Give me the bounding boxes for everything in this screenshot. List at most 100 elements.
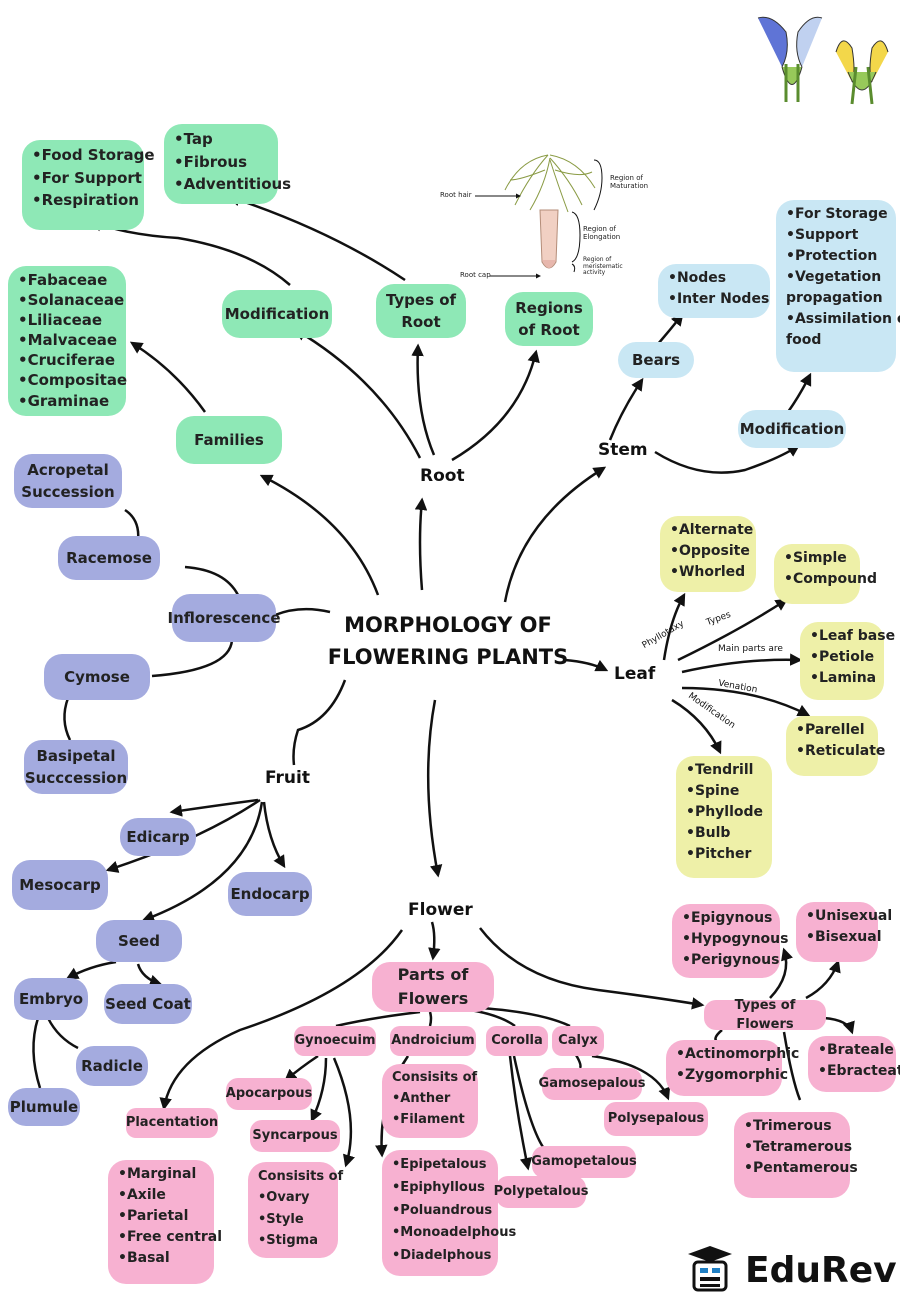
seed-node: Seed [96, 920, 182, 962]
androecium-consists-items: Consisits of •Anther •Filament [382, 1064, 478, 1138]
flower-label: Flower [408, 900, 473, 920]
list-item: •Style [258, 1211, 304, 1227]
list-item: Consisits of [392, 1070, 478, 1085]
androecium-types-items: •Epipetalous •Epiphyllous •Poluandrous •… [382, 1150, 517, 1276]
stem-modification-items: •For Storage •Support •Protection •Veget… [776, 200, 900, 372]
list-item: •Opposite [670, 543, 750, 559]
list-item: •Leaf base [810, 628, 896, 644]
list-item: •Protection [786, 248, 878, 264]
families-node: Families [176, 416, 282, 464]
plumule-node: Plumule [8, 1088, 80, 1126]
flower-bract-items: •Brateale •Ebracteate [808, 1036, 900, 1092]
leaf-main-parts-items: •Leaf base •Petiole •Lamina [800, 622, 896, 700]
cymose-node: Cymose [44, 654, 150, 700]
placentation-node: Placentation [126, 1108, 218, 1138]
stem-modification-node: Modification [738, 410, 846, 448]
list-item: •Compound [784, 571, 878, 587]
list-item: •Food Storage [32, 146, 155, 164]
parts-of-flowers-node: Parts of Flowers [372, 962, 494, 1012]
list-item: •Tetramerous [744, 1139, 853, 1155]
families-items: •Fabaceae •Solanaceae •Liliaceae •Malvac… [8, 266, 127, 416]
list-item: propagation [786, 290, 883, 306]
list-item: •Nodes [668, 270, 727, 286]
flower-ovary-position-items: •Epigynous •Hypogynous •Perigynous [672, 904, 789, 978]
list-item: •Respiration [32, 191, 139, 209]
list-item: •Simple [784, 550, 847, 566]
list-item: •Tendrill [686, 762, 754, 778]
calyx-node: Calyx [552, 1026, 604, 1056]
list-item: •Perigynous [682, 952, 780, 968]
bears-items: •Nodes •Inter Nodes [658, 264, 770, 318]
list-item: •Brateale [818, 1042, 894, 1058]
list-item: •For Storage [786, 206, 888, 222]
list-item: •Basal [118, 1250, 170, 1266]
list-item: •Unisexual [806, 908, 893, 924]
leaf-types-items: •Simple •Compound [774, 544, 878, 604]
basipetal-node: Basipetal Succcession [24, 740, 128, 794]
list-item: •Alternate [670, 522, 754, 538]
androecium-node: Androicium [390, 1026, 476, 1056]
root-hair-label: Root hair [440, 191, 472, 199]
list-item: •Whorled [670, 564, 746, 580]
list-item: •Support [786, 227, 859, 243]
list-item: •Axile [118, 1187, 166, 1203]
stem-label: Stem [598, 440, 648, 460]
list-item: •Filament [392, 1111, 465, 1127]
root-label: Root [420, 466, 465, 486]
list-item: •Ebracteate [818, 1063, 900, 1079]
list-item: •Spine [686, 783, 740, 799]
list-item: •Bulb [686, 825, 731, 841]
list-item: •Graminae [18, 391, 110, 410]
embryo-node: Embryo [14, 978, 88, 1020]
list-item: •Monoadelphous [392, 1225, 517, 1241]
list-item: •Marginal [118, 1166, 197, 1182]
list-item: •Fibrous [174, 152, 248, 171]
polypetalous-node: Polypetalous [494, 1176, 588, 1208]
list-item: •Actinomorphic [676, 1046, 800, 1062]
flower-section-illustration [757, 16, 889, 105]
list-item: •Adventitious [174, 175, 292, 193]
brand-name: EduRev [745, 1250, 897, 1291]
main-title-line1: MORPHOLOGY OF [344, 613, 552, 637]
list-item: •Inter Nodes [668, 291, 770, 307]
region-maturation-label: Region of Maturation [610, 174, 649, 190]
gynoecium-consists-items: Consisits of •Ovary •Style •Stigma [248, 1162, 343, 1258]
syncarpous-node: Syncarpous [250, 1120, 340, 1152]
types-of-flowers-node: Types of Flowers [704, 998, 826, 1032]
main-title-line2: FLOWERING PLANTS [327, 644, 569, 669]
list-item: •Reticulate [796, 743, 886, 759]
root-tip-illustration [504, 154, 596, 269]
list-item: •Pentamerous [744, 1160, 858, 1176]
list-item: •Tap [174, 130, 213, 148]
root-cap-label: Root cap [460, 271, 491, 279]
list-item: •Parietal [118, 1208, 189, 1224]
list-item: •Hypogynous [682, 931, 789, 947]
placentation-items: •Marginal •Axile •Parietal •Free central… [108, 1160, 222, 1284]
list-item: •Diadelphous [392, 1248, 492, 1263]
endocarp-node: Endocarp [228, 872, 312, 916]
polysepalous-node: Polysepalous [604, 1102, 708, 1136]
flower-merous-items: •Trimerous •Tetramerous •Pentamerous [734, 1112, 858, 1198]
leaf-modification-items: •Tendrill •Spine •Phyllode •Bulb •Pitche… [676, 756, 772, 878]
list-item: •Pitcher [686, 846, 752, 862]
list-item: •Poluandrous [392, 1202, 493, 1218]
seed-coat-node: Seed Coat [104, 984, 192, 1024]
list-item: •For Support [32, 168, 142, 187]
list-item: •Stigma [258, 1233, 318, 1249]
list-item: •Ovary [258, 1190, 310, 1206]
mesocarp-node: Mesocarp [12, 860, 108, 910]
root-types-node: Types of Root [376, 284, 466, 338]
list-item: •Cruciferae [18, 351, 116, 370]
list-item: •Parellel [796, 722, 865, 738]
root-regions-node: Regions of Root [505, 292, 593, 346]
phyllotaxy-items: •Alternate •Opposite •Whorled [660, 516, 756, 592]
bears-node: Bears [618, 342, 694, 378]
radicle-node: Radicle [76, 1046, 148, 1086]
region-meristematic-label: Region of meristematic activity [583, 256, 623, 277]
list-item: •Epigynous [682, 910, 773, 926]
racemose-node: Racemose [58, 536, 160, 580]
list-item: •Anther [392, 1090, 451, 1106]
root-diagram-pointers [475, 159, 603, 279]
gynoecium-node: Gynoecuim [294, 1026, 376, 1056]
